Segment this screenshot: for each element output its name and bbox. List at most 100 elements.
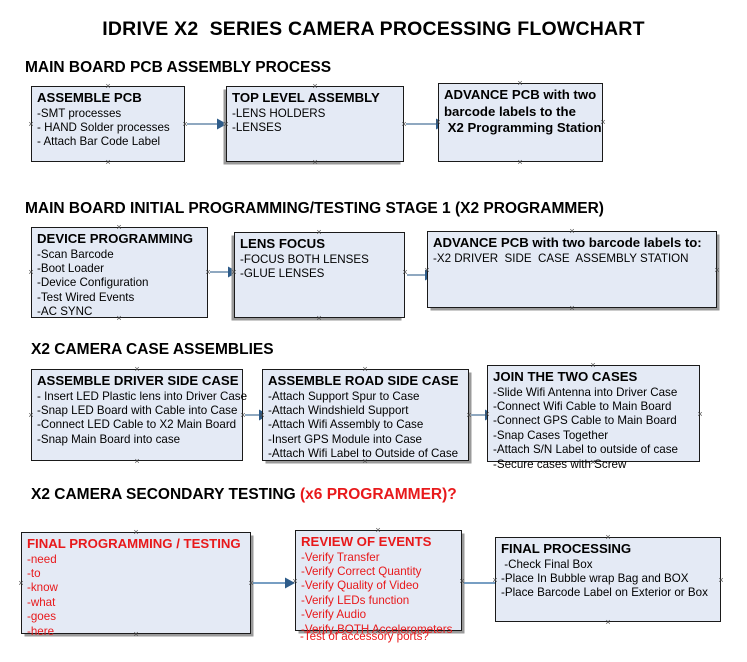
resize-handle[interactable] <box>28 269 35 276</box>
resize-handle[interactable] <box>134 366 141 373</box>
section-heading-x2-camera-secondary-testing: X2 CAMERA SECONDARY TESTING (x6 PROGRAMM… <box>31 486 457 504</box>
resize-handle[interactable] <box>223 121 230 128</box>
resize-handle[interactable] <box>259 412 266 419</box>
node-line: -Device Configuration <box>37 276 149 290</box>
node-device-programming[interactable]: DEVICE PROGRAMMING -Scan Barcode -Boot L… <box>31 227 208 318</box>
resize-handle[interactable] <box>714 267 721 274</box>
resize-handle[interactable] <box>517 80 524 87</box>
node-line: -know <box>27 581 58 595</box>
resize-handle[interactable] <box>316 229 323 236</box>
node-body: -need -to -know -what -goes -here <box>27 553 246 640</box>
resize-handle[interactable] <box>590 459 597 466</box>
resize-handle[interactable] <box>718 577 725 584</box>
arrow-final-programming-to-review-of-events <box>253 577 295 589</box>
node-line: -Verify Correct Quantity <box>301 565 422 578</box>
node-line: -SMT processes <box>37 106 122 120</box>
node-join-the-two-cases[interactable]: JOIN THE TWO CASES -Slide Wifi Antenna i… <box>487 365 700 471</box>
resize-handle[interactable] <box>435 119 442 126</box>
resize-handle[interactable] <box>600 119 607 126</box>
resize-handle[interactable] <box>569 228 576 235</box>
node-line: -Snap LED Board with Cable into Case <box>37 404 238 417</box>
node-line: -Verify Audio <box>301 608 367 622</box>
resize-handle[interactable] <box>292 578 299 585</box>
resize-handle[interactable] <box>424 267 431 274</box>
section-heading-main-board-pcb-assembly: MAIN BOARD PCB ASSEMBLY PROCESS <box>25 59 331 77</box>
section-heading-text: X2 CAMERA SECONDARY TESTING <box>31 486 300 503</box>
node-assemble-driver-side-case[interactable]: ASSEMBLE DRIVER SIDE CASE - Insert LED P… <box>31 369 247 461</box>
node-body: -FOCUS BOTH LENSES -GLUE LENSES <box>240 253 400 282</box>
node-line: -Verify LEDs function <box>301 593 410 607</box>
section-heading-main-board-initial-programming: MAIN BOARD INITIAL PROGRAMMING/TESTING S… <box>25 200 604 218</box>
resize-handle[interactable] <box>312 83 319 90</box>
node-line: -Place Barcode Label on Exterior or Box <box>501 586 708 600</box>
resize-handle[interactable] <box>28 412 35 419</box>
node-assemble-road-side-case[interactable]: ASSEMBLE ROAD SIDE CASE -Attach Support … <box>262 369 469 461</box>
node-overflow-line: -Test of accessory ports? <box>300 630 429 643</box>
resize-handle[interactable] <box>316 315 323 322</box>
resize-handle[interactable] <box>205 269 212 276</box>
resize-handle[interactable] <box>459 578 466 585</box>
node-line: -goes <box>27 610 57 624</box>
resize-handle[interactable] <box>492 577 499 584</box>
node-line: -Check Final Box <box>501 557 593 571</box>
resize-handle[interactable] <box>362 366 369 373</box>
resize-handle[interactable] <box>605 534 612 541</box>
node-line: -AC SYNC <box>37 305 93 319</box>
node-title: ASSEMBLE DRIVER SIDE CASE <box>37 373 239 388</box>
node-line: -Slide Wifi Antenna into Driver Case <box>493 385 678 399</box>
node-final-processing[interactable]: FINAL PROCESSING -Check Final Box -Place… <box>495 537 721 622</box>
node-line: -Snap Cases Together <box>493 428 609 442</box>
node-title: LENS FOCUS <box>240 236 325 251</box>
node-line: -GLUE LENSES <box>240 267 325 280</box>
section-heading-text: MAIN BOARD INITIAL PROGRAMMING/TESTING S… <box>25 200 604 217</box>
resize-handle[interactable] <box>362 458 369 465</box>
node-top-level-assembly[interactable]: TOP LEVEL ASSEMBLY -LENS HOLDERS -LENSES <box>226 86 404 162</box>
node-line: - HAND Solder processes <box>37 121 170 134</box>
resize-handle[interactable] <box>182 121 189 128</box>
node-line: -Verify Transfer <box>301 550 380 564</box>
resize-handle[interactable] <box>484 411 491 418</box>
node-title: DEVICE PROGRAMMING <box>37 231 194 246</box>
node-review-of-events[interactable]: REVIEW OF EVENTS -Verify Transfer -Verif… <box>295 530 462 636</box>
resize-handle[interactable] <box>116 224 123 231</box>
resize-handle[interactable] <box>312 159 319 166</box>
node-line: -LENS HOLDERS <box>232 106 326 120</box>
node-lens-focus[interactable]: LENS FOCUS -FOCUS BOTH LENSES -GLUE LENS… <box>234 232 405 318</box>
resize-handle[interactable] <box>375 527 382 534</box>
resize-handle[interactable] <box>116 315 123 322</box>
node-line: -here <box>27 624 55 638</box>
page-title: IDRIVE X2 SERIES CAMERA PROCESSING FLOWC… <box>102 18 645 40</box>
resize-handle[interactable] <box>569 305 576 312</box>
node-title: ADVANCE PCB with two <box>444 87 597 102</box>
resize-handle[interactable] <box>375 628 382 635</box>
node-line: -Secure cases with Screw <box>493 457 627 471</box>
resize-handle[interactable] <box>605 619 612 626</box>
node-assemble-pcb[interactable]: ASSEMBLE PCB -SMT processes - HAND Solde… <box>31 86 185 162</box>
node-line: -Attach Windshield Support <box>268 404 409 417</box>
node-final-programming-testing[interactable]: FINAL PROGRAMMING / TESTING -need -to -k… <box>21 532 251 638</box>
resize-handle[interactable] <box>105 159 112 166</box>
resize-handle[interactable] <box>231 269 238 276</box>
resize-handle[interactable] <box>240 412 247 419</box>
resize-handle[interactable] <box>590 362 597 369</box>
node-line: -Attach Support Spur to Case <box>268 389 420 403</box>
resize-handle[interactable] <box>401 121 408 128</box>
resize-handle[interactable] <box>18 580 25 587</box>
node-advance-pcb-driver-side-case[interactable]: ADVANCE PCB with two barcode labels to: … <box>427 231 717 308</box>
node-title: FINAL PROCESSING <box>501 541 632 556</box>
resize-handle[interactable] <box>517 159 524 166</box>
resize-handle[interactable] <box>697 411 704 418</box>
resize-handle[interactable] <box>466 412 473 419</box>
resize-handle[interactable] <box>133 631 140 638</box>
node-title: TOP LEVEL ASSEMBLY <box>232 90 380 105</box>
node-title: ASSEMBLE ROAD SIDE CASE <box>268 373 459 388</box>
resize-handle[interactable] <box>133 529 140 536</box>
resize-handle[interactable] <box>402 269 409 276</box>
resize-handle[interactable] <box>28 121 35 128</box>
node-advance-pcb-programming-station[interactable]: ADVANCE PCB with two barcode labels to t… <box>438 83 603 162</box>
resize-handle[interactable] <box>248 580 255 587</box>
node-line: -Verify Quality of Video <box>301 579 419 593</box>
section-heading-text: MAIN BOARD PCB ASSEMBLY PROCESS <box>25 59 332 76</box>
resize-handle[interactable] <box>105 83 112 90</box>
resize-handle[interactable] <box>134 458 141 465</box>
